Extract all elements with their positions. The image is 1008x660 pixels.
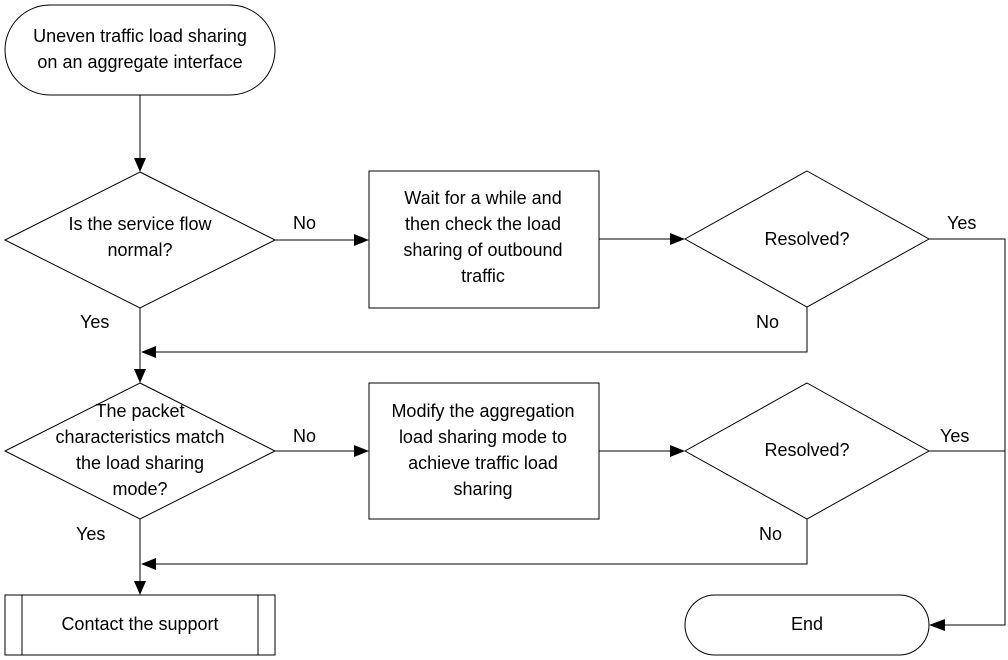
label-line: then check the load bbox=[405, 214, 561, 234]
arrowhead bbox=[929, 619, 945, 631]
end-terminator-label: End bbox=[791, 614, 823, 634]
label-line: traffic bbox=[461, 266, 505, 286]
label-line: load sharing mode to bbox=[399, 427, 567, 447]
label-line: Wait for a while and bbox=[404, 188, 561, 208]
label-line: Modify the aggregation bbox=[391, 401, 574, 421]
arrowhead bbox=[670, 445, 685, 457]
label-line: Contact the support bbox=[61, 614, 218, 634]
label-line: normal? bbox=[107, 240, 172, 260]
arrowhead bbox=[670, 233, 685, 245]
start-terminator bbox=[4, 4, 276, 96]
arrowhead bbox=[134, 581, 146, 595]
label-line: sharing bbox=[453, 479, 512, 499]
arrowhead bbox=[354, 445, 369, 457]
edge-label-resolved1-yes: Yes bbox=[947, 213, 976, 233]
label-line: Is the service flow bbox=[68, 214, 212, 234]
label-line: Resolved? bbox=[764, 440, 849, 460]
arrowhead bbox=[354, 234, 369, 246]
edge-label-resolved2-no: No bbox=[759, 524, 782, 544]
edge-label-packet-match-no: No bbox=[293, 426, 316, 446]
label-line: Resolved? bbox=[764, 229, 849, 249]
decision-resolved-1-label: Resolved? bbox=[764, 229, 849, 249]
arrowhead bbox=[134, 369, 146, 383]
label-line: The packet bbox=[95, 401, 184, 421]
arrowhead bbox=[134, 158, 146, 172]
connector-resolved1-no bbox=[154, 307, 808, 353]
arrowhead bbox=[141, 558, 156, 570]
label-line: End bbox=[791, 614, 823, 634]
arrowhead bbox=[141, 346, 156, 358]
connector-resolved2-yes bbox=[929, 450, 1006, 626]
decision-service-flow-label: Is the service flow normal? bbox=[68, 214, 212, 260]
label-line: on an aggregate interface bbox=[37, 52, 242, 72]
process-wait-check-label: Wait for a while and then check the load s… bbox=[403, 188, 562, 286]
label-line: the load sharing bbox=[76, 453, 204, 473]
edge-label-service-flow-no: No bbox=[293, 213, 316, 233]
contact-support-label: Contact the support bbox=[61, 614, 218, 634]
label-line: mode? bbox=[112, 479, 167, 499]
process-modify-mode bbox=[368, 382, 600, 520]
edge-label-resolved2-yes: Yes bbox=[940, 426, 969, 446]
start-terminator-label: Uneven traffic load sharing on an aggrega… bbox=[33, 26, 247, 72]
label-line: characteristics match bbox=[55, 427, 224, 447]
label-line: Uneven traffic load sharing bbox=[33, 26, 247, 46]
edge-label-packet-match-yes: Yes bbox=[76, 524, 105, 544]
label-line: sharing of outbound bbox=[403, 240, 562, 260]
connector-resolved2-no bbox=[154, 519, 808, 565]
edge-label-service-flow-yes: Yes bbox=[80, 312, 109, 332]
decision-packet-match-label: The packet characteristics match the load … bbox=[55, 401, 224, 499]
connector-resolved1-yes bbox=[929, 238, 1006, 451]
process-modify-mode-label: Modify the aggregation load sharing mode … bbox=[391, 401, 574, 499]
contact-support-box bbox=[4, 594, 276, 656]
label-line: achieve traffic load bbox=[408, 453, 558, 473]
edge-label-resolved1-no: No bbox=[756, 312, 779, 332]
decision-resolved-2-label: Resolved? bbox=[764, 440, 849, 460]
process-wait-check bbox=[368, 170, 600, 309]
